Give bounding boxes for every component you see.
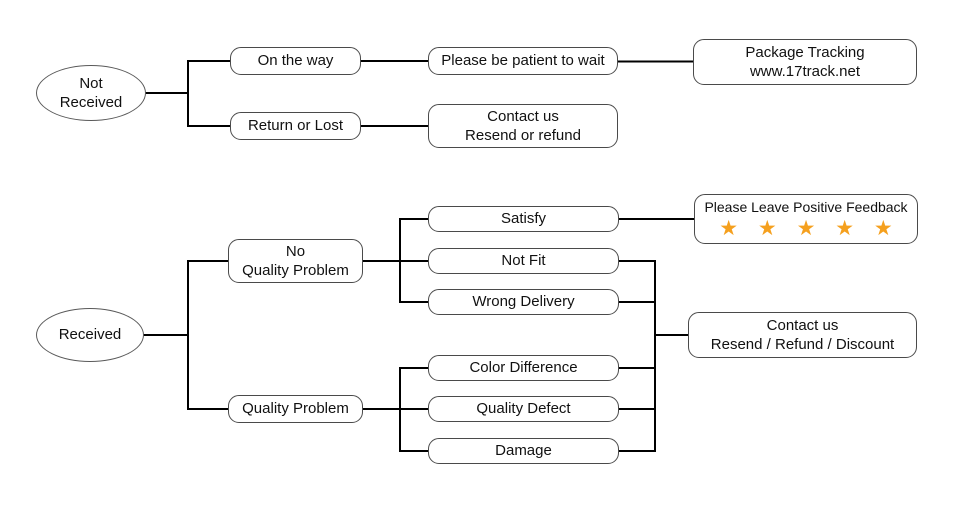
five-star-rating-icon: ★ ★ ★ ★ ★ — [719, 217, 900, 241]
connector-issues-to-contact-us — [618, 260, 689, 452]
node-wrong-delivery: Wrong Delivery — [428, 289, 619, 315]
node-package-tracking: Package Tracking www.17track.net — [693, 39, 917, 85]
connector-received-branch — [143, 260, 229, 410]
node-quality-problem: Quality Problem — [228, 395, 363, 423]
node-not-received: Not Received — [36, 65, 146, 121]
node-received: Received — [36, 308, 144, 362]
node-on-the-way: On the way — [230, 47, 361, 75]
node-quality-defect: Quality Defect — [428, 396, 619, 422]
node-contact-resend-refund-discount: Contact us Resend / Refund / Discount — [688, 312, 917, 358]
node-return-or-lost: Return or Lost — [230, 112, 361, 140]
positive-feedback-label: Please Leave Positive Feedback — [704, 198, 908, 215]
node-damage: Damage — [428, 438, 619, 464]
node-positive-feedback: Please Leave Positive Feedback ★ ★ ★ ★ ★ — [694, 194, 918, 244]
connector-no-quality-problem-branch — [362, 218, 429, 303]
connector-not-received-branch — [145, 60, 231, 127]
node-color-difference: Color Difference — [428, 355, 619, 381]
connector-quality-problem-branch — [362, 367, 429, 452]
node-not-fit: Not Fit — [428, 248, 619, 274]
node-satisfy: Satisfy — [428, 206, 619, 232]
node-please-be-patient: Please be patient to wait — [428, 47, 618, 75]
node-no-quality-problem: No Quality Problem — [228, 239, 363, 283]
node-contact-resend-or-refund: Contact us Resend or refund — [428, 104, 618, 148]
